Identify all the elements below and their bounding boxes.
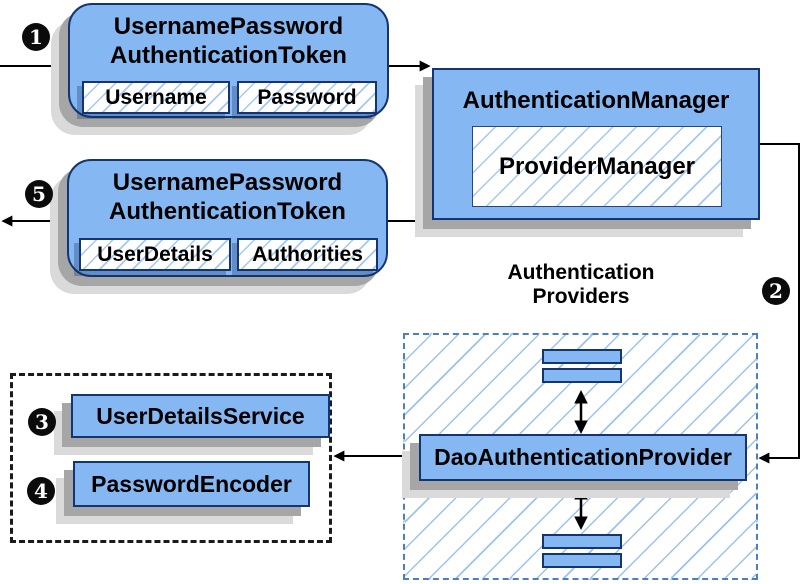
result-title-line1: UsernamePassword (112, 169, 343, 196)
user-details-field-box: UserDetails (79, 238, 231, 271)
step-2-badge: 2 (762, 277, 790, 305)
heading-line2: Providers (532, 285, 630, 308)
node-title: UsernamePassword AuthenticationToken (70, 12, 387, 70)
authorities-field-box: Authorities (237, 238, 378, 271)
username-password-authentication-token-node: UsernamePassword AuthenticationToken Use… (68, 3, 389, 118)
node-title-line1: UsernamePassword (113, 13, 344, 40)
services-group-box (10, 373, 332, 543)
step-4-badge: 4 (27, 477, 55, 505)
password-field-box: Password (237, 81, 377, 114)
step-5-badge: 5 (25, 180, 53, 208)
username-password-authentication-token-result-node: UsernamePassword AuthenticationToken Use… (67, 159, 388, 277)
provider-stack-bar (542, 368, 622, 383)
password-encoder-node: PasswordEncoder (73, 461, 310, 507)
step-1-badge: 1 (22, 23, 50, 51)
authentication-providers-heading: Authentication Providers (441, 261, 721, 309)
provider-manager-node: ProviderManager (472, 126, 722, 207)
username-field-box: Username (82, 81, 230, 114)
dao-authentication-provider-node: DaoAuthenticationProvider (419, 434, 747, 481)
authentication-manager-title: AuthenticationManager (462, 87, 730, 114)
provider-stack-bar (542, 553, 622, 568)
node-title-line2: AuthenticationToken (110, 42, 347, 69)
provider-stack-bar (542, 349, 622, 364)
step-3-badge: 3 (28, 408, 56, 436)
provider-stack-bar (542, 534, 622, 549)
flow-arrow-to-provider (758, 143, 800, 464)
result-node-title: UsernamePassword AuthenticationToken (69, 168, 386, 226)
authentication-manager-node: AuthenticationManager ProviderManager (432, 68, 760, 220)
heading-line1: Authentication (507, 261, 655, 284)
user-details-service-node: UserDetailsService (71, 394, 330, 438)
result-title-line2: AuthenticationToken (109, 198, 346, 225)
